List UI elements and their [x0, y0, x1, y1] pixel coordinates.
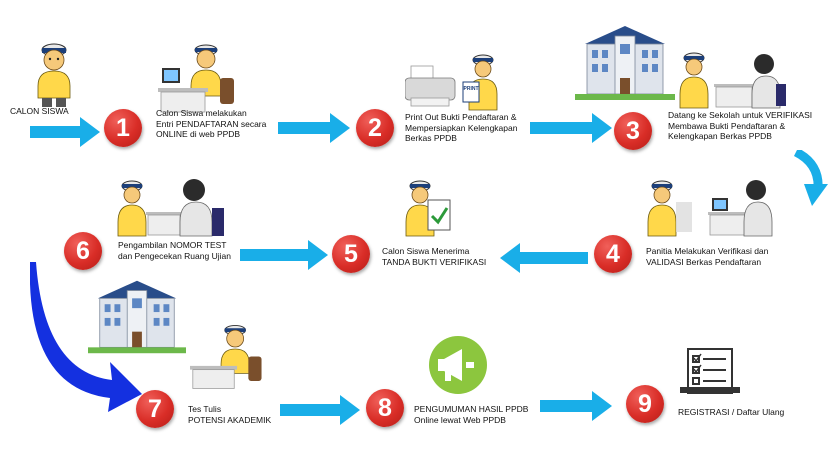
step-3-circle: 3 — [614, 112, 652, 150]
step-8-text: PENGUMUMAN HASIL PPDB Online lewat Web P… — [414, 404, 529, 425]
step-9-text: REGISTRASI / Daftar Ulang — [678, 407, 785, 417]
printer-label: PRINT — [464, 86, 479, 92]
step-3-text: Datang ke Sekolah untuk VERIFIKASI Memba… — [668, 110, 813, 141]
arrow-left-icon — [500, 243, 588, 273]
step-5-text: Calon Siswa Menerima TANDA BUKTI VERIFIK… — [382, 246, 487, 267]
step-1-circle: 1 — [104, 109, 142, 147]
step-7-circle: 7 — [136, 390, 174, 428]
document-check-icon — [405, 180, 451, 237]
step-2-circle: 2 — [356, 109, 394, 147]
officer-icon — [647, 180, 773, 237]
printer-icon: PRINT — [405, 54, 498, 111]
arrow-right-icon — [530, 113, 612, 143]
step-6-text: Pengambilan NOMOR TEST dan Pengecekan Ru… — [118, 240, 231, 261]
arrow-right-icon — [280, 395, 360, 425]
step-5-circle: 5 — [332, 235, 370, 273]
student-icon — [37, 43, 71, 107]
step-4-circle: 4 — [594, 235, 632, 273]
checklist-icon — [680, 348, 740, 394]
step-9-circle: 9 — [626, 385, 664, 423]
arrow-right-icon — [30, 117, 100, 147]
start-label: CALON SISWA — [10, 106, 69, 116]
megaphone-icon — [429, 336, 487, 394]
arrow-right-icon — [240, 240, 328, 270]
step-2-text: Print Out Bukti Pendaftaran & Mempersiap… — [405, 112, 518, 143]
step-7-text: Tes Tulis POTENSI AKADEMIK — [188, 404, 272, 425]
computer-desk-icon — [158, 44, 234, 113]
step-6-circle: 6 — [64, 232, 102, 270]
school-building-icon — [88, 280, 186, 354]
arrow-right-icon — [278, 113, 350, 143]
computer-desk-icon — [190, 324, 262, 389]
step-4-text: Panitia Melakukan Verifikasi dan VALIDAS… — [646, 246, 769, 267]
step-8-circle: 8 — [366, 389, 404, 427]
student-icon — [117, 179, 224, 237]
arrow-right-icon — [540, 391, 612, 421]
school-building-icon — [575, 26, 675, 100]
step-1-text: Calon Siswa melakukan Entri PENDAFTARAN … — [156, 108, 267, 139]
officer-icon — [679, 52, 786, 109]
big-curved-arrow-icon — [30, 262, 142, 412]
curved-arrow-icon — [793, 150, 828, 206]
